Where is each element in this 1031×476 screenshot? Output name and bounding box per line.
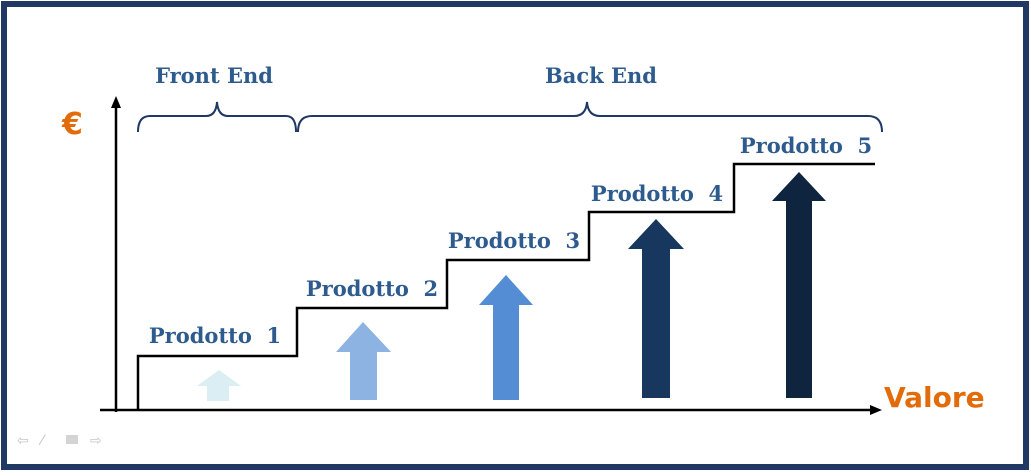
back-end-brace [297, 101, 883, 133]
axes [100, 96, 882, 415]
product-label-1: Prodotto 1 [149, 323, 281, 348]
y-axis-arrowhead [111, 96, 121, 108]
product-label-3: Prodotto 3 [448, 228, 580, 253]
front-end-brace [137, 101, 297, 133]
growth-arrow-1 [197, 370, 241, 401]
next-icon[interactable]: ⇨ [90, 433, 102, 449]
x-axis-label: Valore [884, 381, 985, 414]
product-label-2: Prodotto 2 [306, 276, 438, 301]
prev-icon[interactable]: ⇦ [17, 433, 29, 449]
growth-arrow-3 [479, 275, 533, 400]
x-axis-arrowhead [870, 405, 882, 415]
y-axis-label: € [61, 107, 83, 142]
growth-arrow-4 [628, 219, 684, 398]
growth-arrow-2 [336, 322, 391, 400]
pen-icon[interactable]: ⁄ [38, 433, 46, 449]
section-label-back-end: Back End [545, 63, 657, 88]
staircase-line [136, 162, 875, 410]
product-label-5: Prodotto 5 [740, 133, 872, 158]
product-label-4: Prodotto 4 [591, 181, 723, 206]
slideshow-nav: ⇦ ⁄ ⇨ [17, 433, 102, 449]
growth-arrow-5 [772, 172, 826, 398]
section-label-front-end: Front End [155, 63, 273, 88]
menu-icon[interactable] [66, 435, 78, 444]
